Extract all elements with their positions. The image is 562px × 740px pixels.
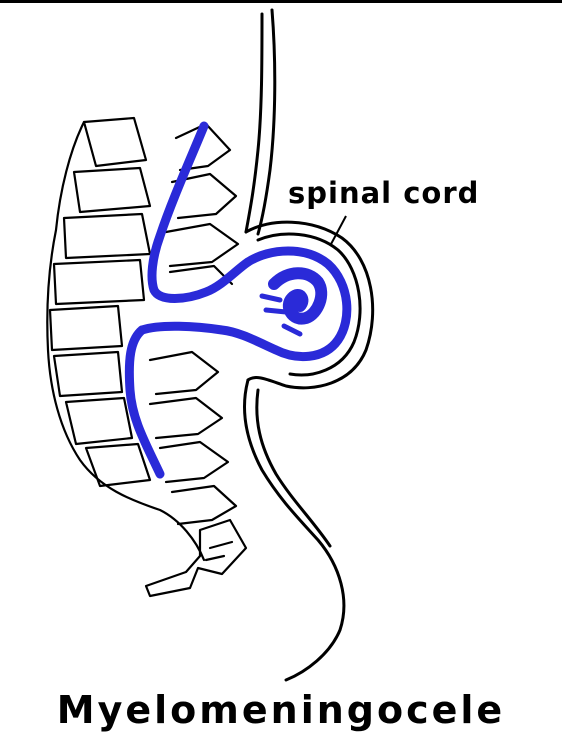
posterior-element-lower-4 xyxy=(172,486,236,524)
myelomeningocele-diagram xyxy=(0,0,562,690)
spinal-cord-upper-segment xyxy=(152,126,248,299)
posterior-element-lower-3 xyxy=(160,442,228,482)
posterior-element-lower-2 xyxy=(150,398,222,438)
vertebra-5 xyxy=(50,306,122,350)
posterior-element-lower-1 xyxy=(150,352,218,394)
sac-outline-outer xyxy=(246,222,373,388)
spinal-cord-lower-segment xyxy=(129,330,160,474)
sacrum xyxy=(146,520,246,596)
vertebral-column xyxy=(47,118,246,596)
vertebra-4 xyxy=(54,260,144,304)
vertebra-3 xyxy=(64,214,150,258)
vertebra-1 xyxy=(84,118,146,166)
vertebra-6 xyxy=(54,352,122,396)
sacral-detail xyxy=(206,542,232,560)
back-skin-lower-inner xyxy=(257,390,330,546)
vertebra-7 xyxy=(66,398,132,444)
posterior-element-upper-3 xyxy=(166,224,238,266)
spinal-cord-label: spinal cord xyxy=(288,176,479,210)
diagram-caption: Myelomeningocele xyxy=(0,688,562,732)
vertebra-8 xyxy=(86,444,150,486)
vertebra-2 xyxy=(74,168,150,212)
back-skin-upper xyxy=(246,14,262,232)
